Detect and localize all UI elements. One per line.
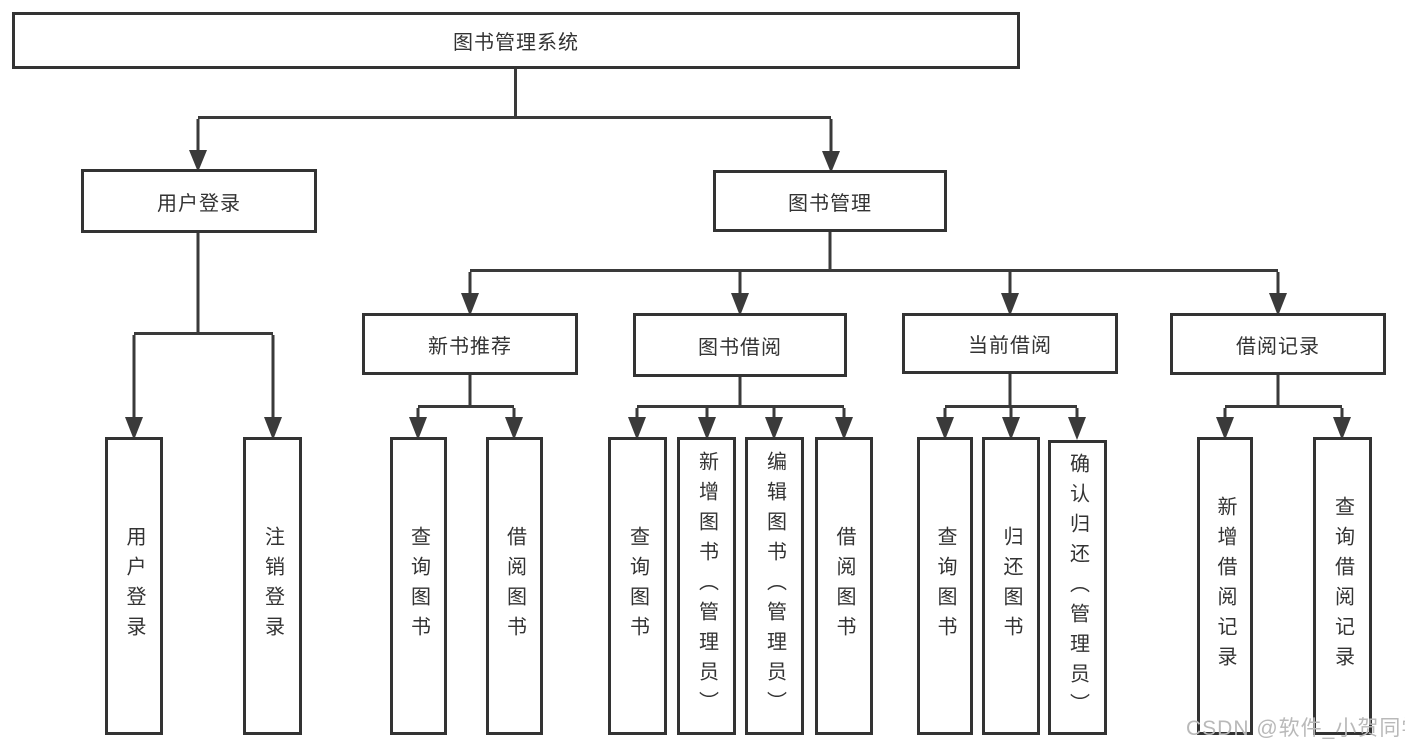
leaf-query-book-current-label: 查询图书: [934, 526, 956, 646]
node-user-login: 用户登录: [81, 169, 317, 233]
leaf-query-book-recommend-label: 查询图书: [407, 526, 430, 646]
leaf-confirm-return-admin-label: 确认归还（管理员）: [1066, 452, 1089, 723]
node-current-borrow: 当前借阅: [902, 313, 1118, 374]
node-borrow-record: 借阅记录: [1170, 313, 1386, 375]
leaf-user-login-label: 用户登录: [123, 526, 145, 646]
leaf-query-borrow-record: 查询借阅记录: [1313, 437, 1372, 735]
leaf-add-book-admin: 新增图书（管理员）: [677, 437, 736, 735]
watermark-text: CSDN @软件_小贺同学: [1186, 717, 1405, 740]
leaf-borrow-book: 借阅图书: [815, 437, 873, 735]
leaf-edit-book-admin: 编辑图书（管理员）: [745, 437, 804, 735]
leaf-user-login: 用户登录: [105, 437, 163, 735]
leaf-query-borrow-record-label: 查询借阅记录: [1331, 496, 1354, 676]
leaf-confirm-return-admin: 确认归还（管理员）: [1048, 440, 1107, 735]
node-book-borrow: 图书借阅: [633, 313, 847, 377]
leaf-logout-login: 注销登录: [243, 437, 302, 735]
leaf-add-book-admin-label: 新增图书（管理员）: [695, 451, 718, 721]
node-library-system: 图书管理系统: [12, 12, 1020, 69]
leaf-return-book: 归还图书: [982, 437, 1040, 735]
leaf-return-book-label: 归还图书: [1000, 526, 1022, 646]
leaf-logout-login-label: 注销登录: [261, 526, 284, 646]
node-book-management: 图书管理: [713, 170, 947, 232]
arrowhead-group: [125, 150, 1351, 440]
leaf-query-book-borrow-label: 查询图书: [626, 526, 649, 646]
leaf-borrow-book-recommend-label: 借阅图书: [503, 526, 526, 646]
leaf-borrow-book-label: 借阅图书: [833, 526, 855, 646]
leaf-query-book-borrow: 查询图书: [608, 437, 667, 735]
leaf-query-book-recommend: 查询图书: [390, 437, 447, 735]
leaf-borrow-book-recommend: 借阅图书: [486, 437, 543, 735]
node-new-book-recommend: 新书推荐: [362, 313, 578, 375]
leaf-add-borrow-record: 新增借阅记录: [1197, 437, 1253, 735]
leaf-query-book-current: 查询图书: [917, 437, 973, 735]
leaf-add-borrow-record-label: 新增借阅记录: [1214, 496, 1236, 676]
leaf-edit-book-admin-label: 编辑图书（管理员）: [763, 451, 786, 721]
